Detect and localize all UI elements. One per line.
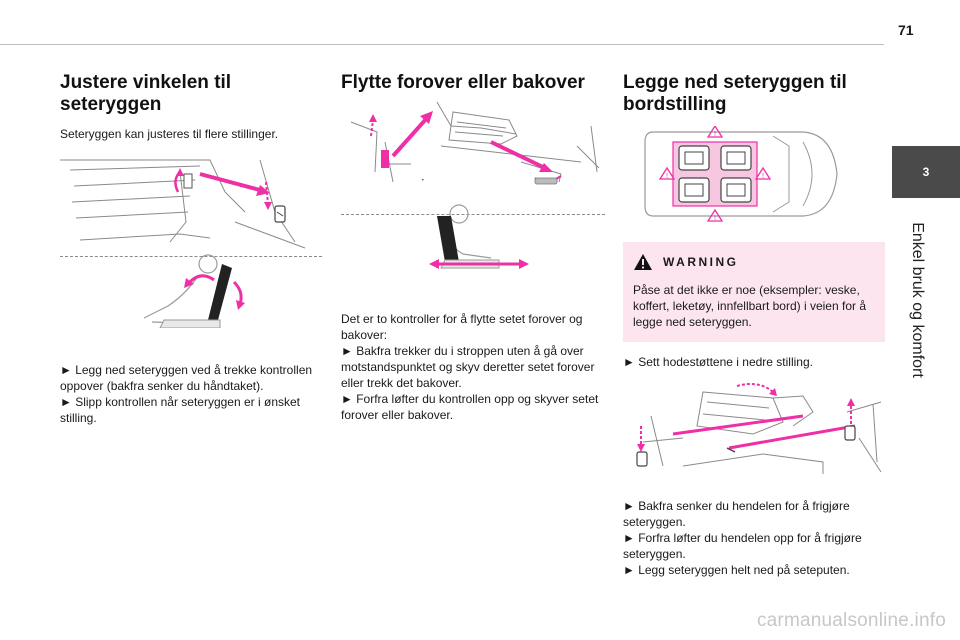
backrest-angle-illustration <box>60 152 322 328</box>
instruction-list: ► Bakfra senker du hendelen for å frigjø… <box>623 498 885 578</box>
instruction-step: ► Bakfra trekker du i stroppen uten å gå… <box>341 344 595 390</box>
chapter-title: Enkel bruk og komfort <box>897 200 937 400</box>
seat-rail-illustration: • <box>350 102 600 185</box>
svg-text:!: ! <box>762 172 765 180</box>
svg-text:!: ! <box>714 214 717 222</box>
header-rule <box>0 44 884 45</box>
car-seat-layout-diagram: !!!! <box>644 126 838 222</box>
svg-text:•: • <box>421 177 425 184</box>
warning-box: WARNING Påse at det ikke er noe (eksempl… <box>623 242 885 342</box>
warning-text: Påse at det ikke er noe (eksempler: vesk… <box>633 283 866 329</box>
warning-icon <box>634 254 652 270</box>
svg-text:!: ! <box>666 172 669 180</box>
section-heading: Justere vinkelen til seteryggen <box>60 72 232 115</box>
seat-fold-illustration <box>636 383 882 474</box>
chapter-number: 3 <box>922 165 930 179</box>
page-number: 71 <box>898 22 914 38</box>
watermark: carmanualsonline.info <box>756 610 946 631</box>
illustration-divider <box>60 256 322 257</box>
section-heading: Flytte forover eller bakover <box>341 72 585 93</box>
instruction-step: ► Slipp kontrollen når seteryggen er i ø… <box>60 395 300 425</box>
chapter-tab[interactable]: 3 <box>892 146 960 198</box>
section-move-seat: Flytte forover eller bakover • <box>341 72 605 423</box>
instruction-list: ► Legg ned seteryggen ved å trekke kontr… <box>60 362 322 426</box>
instruction-step: ► Forfra løfter du kontrollen opp og sky… <box>341 392 599 422</box>
instruction-step: ► Legg ned seteryggen ved å trekke kontr… <box>60 363 313 393</box>
seat-side-view-illustration <box>60 159 306 249</box>
chapter-title-text: Enkel bruk og komfort <box>909 222 926 378</box>
section-intro: Seteryggen kan justeres til flere stilli… <box>60 127 279 141</box>
warning-header: WARNING <box>633 242 875 282</box>
section-table-position: Legge ned seteryggen til bordstilling <box>623 72 885 578</box>
instruction-step: ► Legg seteryggen helt ned på seteputen. <box>623 563 850 577</box>
vehicle-top-view-illustration: !!!! <box>623 126 885 222</box>
instruction-step: ► Bakfra senker du hendelen for å frigjø… <box>623 499 850 529</box>
seat-slide-diagram <box>429 204 529 269</box>
illustration-divider <box>341 214 605 215</box>
seat-angle-diagram <box>143 254 245 328</box>
instruction-step: ► Sett hodestøttene i nedre stilling. <box>623 355 813 369</box>
svg-text:!: ! <box>714 130 717 138</box>
warning-title: WARNING <box>663 255 739 269</box>
section-backrest-angle: Justere vinkelen til seteryggen Seterygg… <box>60 72 322 426</box>
move-seat-illustration: • <box>341 102 605 269</box>
section-heading: Legge ned seteryggen til bordstilling <box>623 72 847 115</box>
section-intro: Det er to kontroller for å flytte setet … <box>341 312 583 342</box>
instruction-step: ► Forfra løfter du hendelen opp for å fr… <box>623 531 862 561</box>
instruction-list: Det er to kontroller for å flytte setet … <box>341 311 605 423</box>
headrest-lowering-illustration <box>623 382 885 482</box>
